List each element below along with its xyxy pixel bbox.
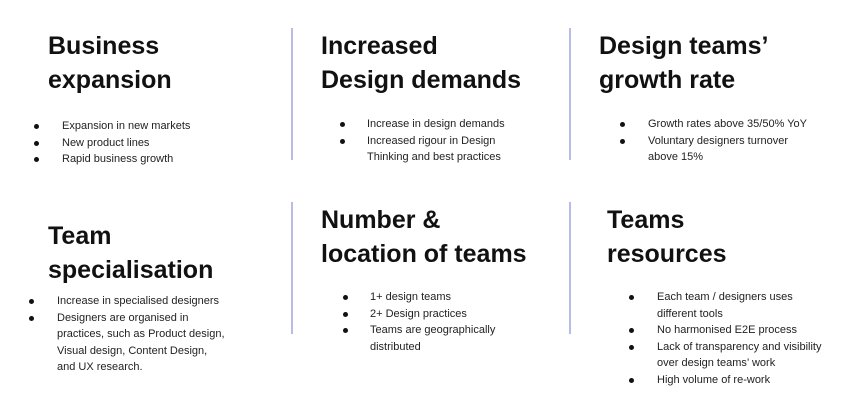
column-divider-4 <box>569 202 571 334</box>
bullet-text: different tools <box>657 307 723 320</box>
bullet-text: Rapid business growth <box>62 153 174 165</box>
bullet-text: 1+ design teams <box>370 291 452 303</box>
bullet-text: practices, such as Product design, <box>57 328 225 340</box>
bullet-dot <box>343 295 348 300</box>
section-number-location-of-teams: Number & location of teams 1+ design tea… <box>321 203 527 355</box>
bullet-dot <box>629 377 634 383</box>
list-item: distributed <box>343 339 495 356</box>
bullet-text: Designers are organised in <box>57 311 189 324</box>
list-item: Lack of transparency and visibility <box>629 339 821 356</box>
bullet-list: Increase in design demands Increased rig… <box>340 116 505 166</box>
title-line: expansion <box>48 66 172 94</box>
bullet-dot <box>629 344 634 350</box>
column-divider-1 <box>291 28 293 160</box>
bullet-text: Increase in design demands <box>367 118 505 130</box>
bullet-text: Teams are geographically <box>370 324 496 336</box>
list-item: No harmonised E2E process <box>629 322 821 339</box>
section-title: Teams resources <box>607 203 727 271</box>
list-item: Each team / designers uses <box>629 289 821 306</box>
section-design-teams-growth-rate: Design teams’ growth rate Growth rates a… <box>0 0 861 200</box>
bullet-list: 1+ design teams 2+ Design practices Team… <box>343 289 495 355</box>
list-item: Increase in design demands <box>340 116 505 133</box>
bullet-dot <box>620 138 625 144</box>
list-item: above 15% <box>620 149 807 166</box>
list-item: and UX research. <box>29 359 225 376</box>
bullet-text: Growth rates above 35/50% YoY <box>648 118 807 130</box>
column-divider-3 <box>291 202 293 334</box>
bullet-text: and UX research. <box>57 361 143 373</box>
bullet-list: Increase in specialised designers Design… <box>29 293 225 376</box>
bullet-text: Expansion in new markets <box>62 120 191 132</box>
bullet-text: Visual design, Content Design, <box>57 344 208 357</box>
list-item: Visual design, Content Design, <box>29 343 225 360</box>
bullet-text: High volume of re-work <box>657 373 771 386</box>
title-line: specialisation <box>48 256 214 284</box>
bullet-text: New product lines <box>62 136 150 149</box>
bullet-dot <box>340 138 345 144</box>
list-item: 2+ Design practices <box>343 306 495 323</box>
bullet-text: Thinking and best practices <box>367 151 501 163</box>
section-title: Increased Design demands <box>321 29 521 97</box>
section-title: Team specialisation <box>48 219 213 287</box>
bullet-dot <box>34 140 39 146</box>
list-item: Designers are organised in <box>29 310 225 327</box>
list-item: High volume of re-work <box>629 372 821 389</box>
bullet-dot <box>343 311 348 317</box>
bullet-dot <box>34 124 39 129</box>
bullet-text: Increase in specialised designers <box>57 295 220 307</box>
bullet-dot <box>29 315 34 321</box>
section-title: Business expansion <box>48 29 172 97</box>
bullet-text: 2+ Design practices <box>370 307 467 320</box>
section-title: Number & location of teams <box>321 203 527 271</box>
bullet-dot <box>34 157 39 162</box>
bullet-text: Each team / designers uses <box>657 291 793 303</box>
bullet-dot <box>620 122 625 127</box>
title-line: Design teams’ <box>599 32 769 60</box>
bullet-dot <box>340 122 345 127</box>
list-item: over design teams’ work <box>629 355 821 372</box>
list-item: Increase in specialised designers <box>29 293 225 310</box>
bullet-text: Voluntary designers turnover <box>648 134 789 147</box>
bullet-text: over design teams’ work <box>657 357 776 369</box>
bullet-text: above 15% <box>648 151 704 163</box>
list-item: Increased rigour in Design <box>340 133 505 150</box>
bullet-text: distributed <box>370 340 421 353</box>
bullet-text: No harmonised E2E process <box>657 324 798 336</box>
list-item: different tools <box>629 306 821 323</box>
title-line: Number & <box>321 206 441 234</box>
list-item: Voluntary designers turnover <box>620 133 807 150</box>
list-item: Thinking and best practices <box>340 149 505 166</box>
title-line: Business <box>48 32 160 60</box>
bullet-dot <box>343 328 348 333</box>
section-business-expansion: Business expansion Expansion in new mark… <box>0 0 290 200</box>
bullet-list: Growth rates above 35/50% YoY Voluntary … <box>620 116 807 166</box>
bullet-text: Increased rigour in Design <box>367 134 496 147</box>
bullet-dot <box>629 328 634 333</box>
list-item: Rapid business growth <box>34 151 190 168</box>
bullet-text: Lack of transparency and visibility <box>657 340 822 353</box>
title-line: location of teams <box>321 240 527 268</box>
bullet-list: Expansion in new markets New product lin… <box>34 118 190 168</box>
bullet-dot <box>29 299 34 304</box>
list-item: Expansion in new markets <box>34 118 190 135</box>
title-line: Teams <box>607 206 685 234</box>
title-line: growth rate <box>599 66 736 94</box>
section-team-specialisation: Team specialisation Increase in speciali… <box>0 0 290 402</box>
list-item: Teams are geographically <box>343 322 495 339</box>
column-divider-2 <box>569 28 571 160</box>
title-line: Team <box>48 222 112 250</box>
list-item: practices, such as Product design, <box>29 326 225 343</box>
title-line: resources <box>607 240 727 268</box>
title-line: Increased <box>321 32 438 60</box>
title-line: Design demands <box>321 66 522 94</box>
section-title: Design teams’ growth rate <box>599 29 769 97</box>
list-item: New product lines <box>34 135 190 152</box>
bullet-dot <box>629 295 634 300</box>
list-item: Growth rates above 35/50% YoY <box>620 116 807 133</box>
list-item: 1+ design teams <box>343 289 495 306</box>
section-increased-design-demands: Increased Design demands Increase in des… <box>0 0 570 200</box>
bullet-list: Each team / designers uses different too… <box>629 289 821 388</box>
